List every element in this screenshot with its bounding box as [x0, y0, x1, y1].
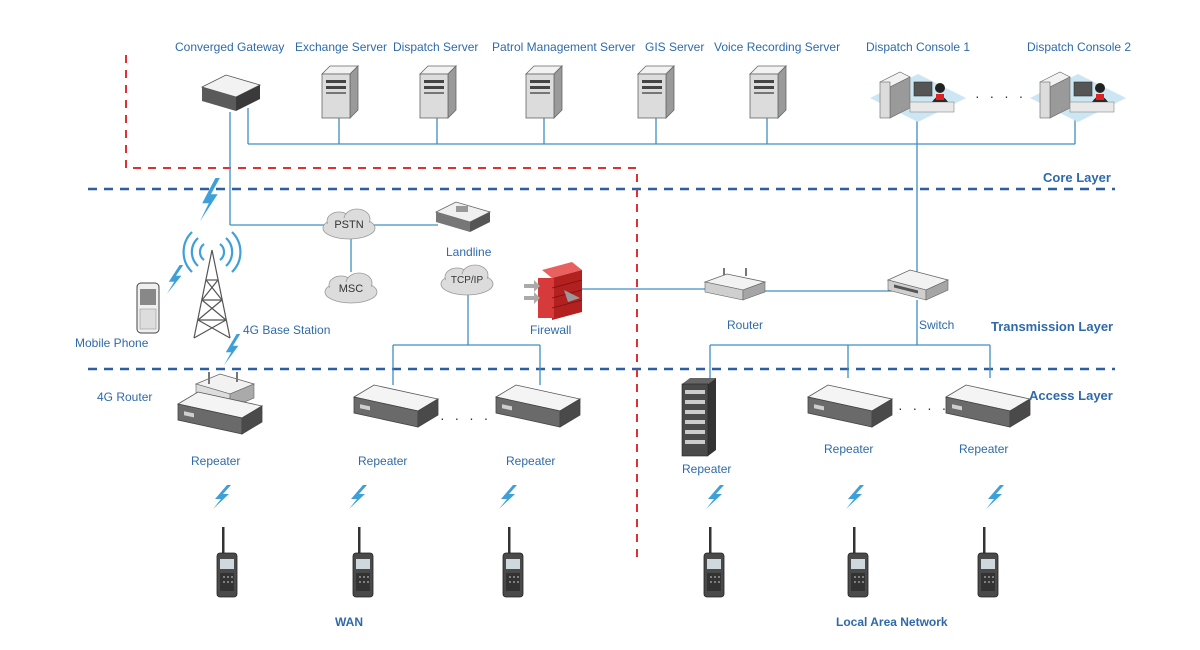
landline-label: Landline [446, 245, 492, 259]
base-station-label: 4G Base Station [243, 323, 331, 337]
router-device [703, 268, 767, 301]
dispatch-console-1-device [869, 71, 967, 123]
dispatch-server-device [419, 65, 457, 119]
repeater-device-3 [495, 384, 581, 428]
connection-lines [229, 108, 1076, 385]
wan-label: WAN [335, 615, 363, 629]
lightning-phone-icon [167, 265, 184, 294]
base-station-signal [182, 231, 242, 273]
dispatch-console-2-device [1029, 71, 1127, 123]
lightning-radio-5 [846, 485, 864, 509]
pstn-label: PSTN [334, 219, 364, 231]
lightning-radio-1 [213, 485, 231, 509]
repeater-label-4: Repeater [682, 462, 732, 476]
repeater-ellipsis-wan: · · · · [440, 410, 492, 426]
base-station-tower [193, 249, 231, 339]
exchange-server-label: Exchange Server [295, 40, 388, 54]
4g-router-label: 4G Router [97, 390, 153, 404]
repeater-device-2 [353, 384, 439, 428]
access-layer-label: Access Layer [1029, 388, 1113, 403]
dispatch-console-1-label: Dispatch Console 1 [866, 40, 971, 54]
switch-device [886, 269, 950, 301]
repeater-label-6: Repeater [959, 442, 1009, 456]
repeater-label-5: Repeater [824, 442, 874, 456]
firewall-device [524, 262, 583, 320]
dispatch-console-2-label: Dispatch Console 2 [1027, 40, 1132, 54]
repeater-ellipsis-lan: · · · · [898, 400, 950, 416]
repeater-rack-device [681, 378, 716, 457]
converged-gateway-device [200, 74, 262, 111]
mobile-phone-device [136, 282, 160, 334]
core-layer-label: Core Layer [1043, 170, 1111, 185]
converged-gateway-label: Converged Gateway [175, 40, 285, 54]
lightning-radio-6 [986, 485, 1004, 509]
lightning-gateway-icon [200, 178, 220, 222]
repeater-device-5 [807, 384, 893, 428]
radio-terminal-6 [977, 526, 999, 598]
router-label: Router [727, 318, 764, 332]
mobile-phone-label: Mobile Phone [75, 336, 149, 350]
exchange-server-device [321, 65, 359, 119]
patrol-management-server-device [525, 65, 563, 119]
radio-terminal-1 [216, 526, 238, 598]
radio-terminal-3 [502, 526, 524, 598]
landline-device [434, 201, 492, 232]
repeater-label-2: Repeater [358, 454, 408, 468]
radio-terminal-5 [847, 526, 869, 598]
radio-terminal-4 [703, 526, 725, 598]
gis-server-device [637, 65, 675, 119]
dispatch-server-label: Dispatch Server [393, 40, 479, 54]
gis-server-label: GIS Server [645, 40, 705, 54]
firewall-label: Firewall [530, 323, 572, 337]
voice-recording-server-device [749, 65, 787, 119]
console-ellipsis: · · · · [975, 88, 1027, 104]
lightning-router-icon [224, 334, 241, 366]
lightning-radio-2 [349, 485, 367, 509]
radio-terminal-2 [352, 526, 374, 598]
switch-label: Switch [919, 318, 955, 332]
msc-label: MSC [338, 283, 364, 295]
lightning-radio-3 [499, 485, 517, 509]
voice-recording-server-label: Voice Recording Server [714, 40, 841, 54]
patrol-management-server-label: Patrol Management Server [492, 40, 636, 54]
layer-boundaries [88, 55, 1115, 560]
lightning-radio-4 [706, 485, 724, 509]
transmission-layer-label: Transmission Layer [991, 319, 1114, 334]
lan-label: Local Area Network [836, 615, 948, 629]
repeater-device-6 [945, 384, 1031, 428]
repeater-label-1: Repeater [191, 454, 241, 468]
tcpip-label: TCP/IP [450, 275, 484, 286]
repeater-label-3: Repeater [506, 454, 556, 468]
